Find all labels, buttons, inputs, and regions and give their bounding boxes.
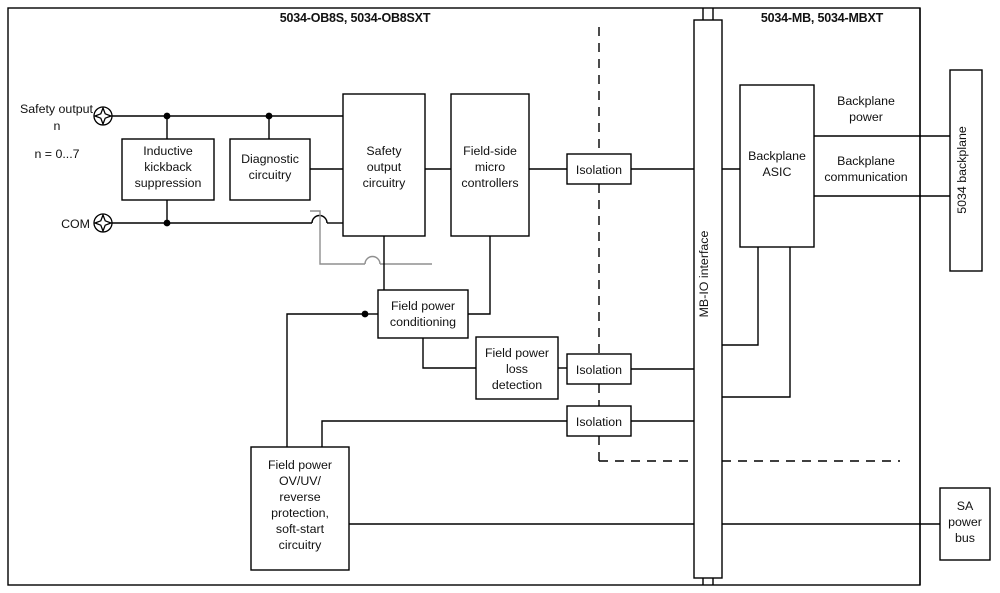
right-module-title: 5034-MB, 5034-MBXT xyxy=(761,11,884,25)
block-line: Field power xyxy=(485,346,549,360)
block-safety-output-circuitry: Safety output circuitry xyxy=(342,93,426,237)
wire-diagnostic-gray-feed xyxy=(310,210,432,265)
wire-protection-to-isolation3 xyxy=(321,420,567,447)
isolation-barrier-dashed-line xyxy=(598,27,900,462)
block-line: power xyxy=(948,515,982,529)
safety-output-label-line3: n = 0...7 xyxy=(34,147,79,161)
block-line: loss xyxy=(506,362,528,376)
block-line: micro xyxy=(475,160,505,174)
safety-output-terminal[interactable] xyxy=(93,106,113,126)
block-line: 5034 backplane xyxy=(955,126,969,214)
safety-output-label-line1: Safety output xyxy=(20,102,94,116)
backplane-power-label-line1: Backplane xyxy=(837,94,895,108)
block-line: bus xyxy=(955,531,975,545)
block-line: Field-side xyxy=(463,144,517,158)
block-line: output xyxy=(367,160,402,174)
com-terminal[interactable] xyxy=(93,213,113,233)
block-line: MB-IO interface xyxy=(697,231,711,318)
wire-com-rail xyxy=(112,200,343,227)
block-line: Safety xyxy=(366,144,402,158)
wire-safety-output-rail xyxy=(112,112,343,139)
block-line: kickback xyxy=(144,160,192,174)
wire-asic-stem-1 xyxy=(722,247,759,346)
block-field-power-conditioning: Field power conditioning xyxy=(377,289,469,339)
block-line: circuitry xyxy=(363,176,406,190)
wire-conditioning-to-loss-detection xyxy=(422,338,476,369)
block-line: Isolation xyxy=(576,415,622,429)
left-module-title: 5034-OB8S, 5034-OB8SXT xyxy=(280,11,431,25)
block-inductive-kickback-suppression: Inductive kickback suppression xyxy=(121,138,215,201)
block-line: Field power xyxy=(268,458,332,472)
block-sa-power-bus: SA power bus xyxy=(939,487,991,561)
block-line: Backplane xyxy=(748,149,806,163)
block-line: Field power xyxy=(391,299,455,313)
backplane-power-label-line2: power xyxy=(849,110,883,124)
block-line: ASIC xyxy=(763,165,792,179)
block-isolation-1: Isolation xyxy=(566,153,632,185)
block-line: detection xyxy=(492,378,542,392)
block-field-side-micro-controllers: Field-side micro controllers xyxy=(450,93,530,237)
block-field-power-protection: Field power OV/UV/ reverse protection, s… xyxy=(250,446,350,571)
block-line: circuitry xyxy=(249,168,292,182)
block-line: protection, xyxy=(271,506,329,520)
block-diagnostic-circuitry: Diagnostic circuitry xyxy=(229,138,311,201)
safety-output-label-line2: n xyxy=(54,119,61,133)
block-line: conditioning xyxy=(390,315,456,329)
block-line: reverse xyxy=(279,490,320,504)
block-line: Inductive xyxy=(143,144,193,158)
block-line: Diagnostic xyxy=(241,152,299,166)
backplane-communication-label-line1: Backplane xyxy=(837,154,895,168)
block-line: Isolation xyxy=(576,363,622,377)
wire-micro-to-field-power-conditioning xyxy=(468,236,491,315)
block-mb-io-interface: MB-IO interface xyxy=(693,19,723,579)
wire-asic-stem-2 xyxy=(722,247,791,398)
block-line: Isolation xyxy=(576,163,622,177)
block-line: suppression xyxy=(135,176,202,190)
backplane-communication-label-line2: communication xyxy=(824,170,907,184)
wire-conditioning-to-protection xyxy=(286,313,365,447)
block-line: controllers xyxy=(461,176,518,190)
block-line: SA xyxy=(957,499,974,513)
block-line: OV/UV/ xyxy=(279,474,322,488)
block-field-power-loss-detection: Field power loss detection xyxy=(475,336,559,400)
block-isolation-3: Isolation xyxy=(566,405,632,437)
block-backplane-asic: Backplane ASIC xyxy=(739,84,815,248)
block-isolation-2: Isolation xyxy=(566,353,632,385)
com-label: COM xyxy=(61,217,90,231)
block-line: soft-start xyxy=(276,522,325,536)
block-5034-backplane: 5034 backplane xyxy=(949,69,983,272)
block-line: circuitry xyxy=(279,538,322,552)
